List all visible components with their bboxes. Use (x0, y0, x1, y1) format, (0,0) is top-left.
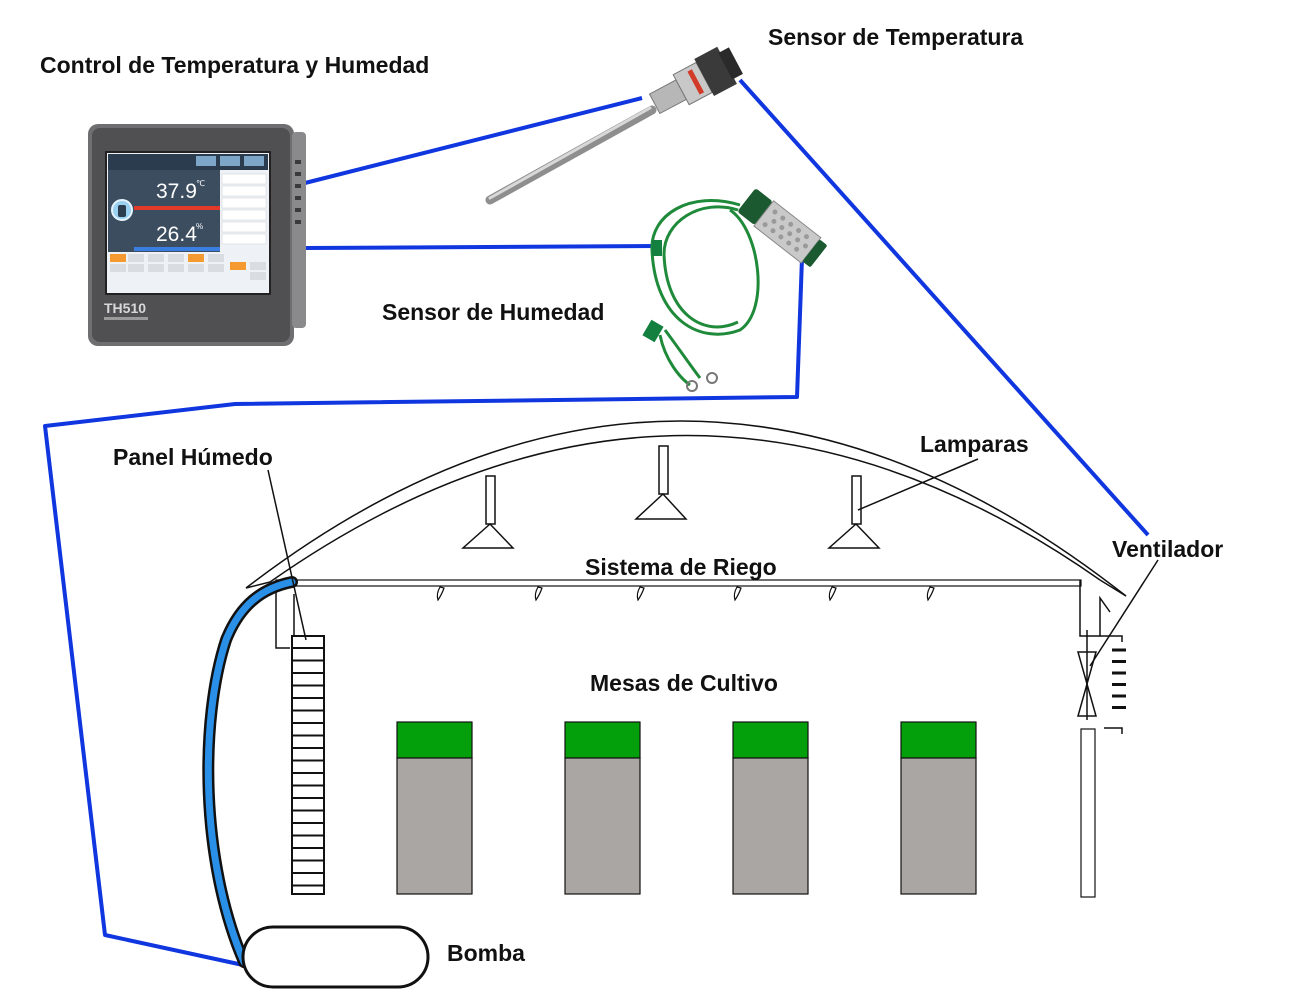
irrigation-system (275, 579, 1082, 602)
wire-controller-to-temp-sensor (304, 96, 643, 185)
right-wall (1079, 580, 1123, 734)
water-hose (202, 576, 298, 968)
fan-label: Ventilador (1112, 536, 1224, 562)
controller-device: 37.9 ℃ 26.4 % TH510 (88, 124, 306, 346)
leader-panel (267, 469, 307, 641)
leader-fan (1089, 559, 1159, 667)
right-wall-panel (1080, 728, 1096, 898)
cultivation-table-3 (732, 721, 809, 895)
lamp-2 (634, 445, 688, 520)
controller-title-label: Control de Temperatura y Humedad (40, 52, 430, 78)
controller-humidity-reading: 26.4 (156, 223, 197, 246)
leader-lamps (857, 458, 979, 511)
controller-temp-reading: 37.9 (156, 180, 197, 203)
wire-humidity-sensor-to-pump (43, 257, 804, 967)
cultivation-tables (396, 721, 977, 895)
irrigation-label: Sistema de Riego (585, 554, 777, 580)
humidity-sensor-label: Sensor de Humedad (382, 299, 605, 325)
lamps (461, 445, 881, 549)
wire-temp-sensor-to-fan (738, 78, 1150, 537)
left-wall (275, 590, 295, 649)
pump (241, 925, 430, 989)
svg-text:%: % (196, 222, 203, 231)
lamps-label: Lamparas (920, 431, 1029, 457)
temperature-sensor (485, 46, 743, 205)
controller-model-label: TH510 (104, 300, 146, 316)
wet-panel-label: Panel Húmedo (113, 444, 273, 470)
temp-sensor-label: Sensor de Temperatura (768, 24, 1024, 50)
greenhouse-roof (245, 420, 1127, 597)
humidity-sensor (642, 189, 827, 392)
wiring (43, 78, 1150, 967)
cultivation-table-1 (396, 721, 473, 895)
leader-lines (267, 458, 1159, 667)
cultivation-table-4 (900, 721, 977, 895)
lamp-1 (461, 475, 515, 549)
svg-text:℃: ℃ (196, 179, 205, 188)
wet-panel (291, 635, 325, 895)
wire-controller-to-humidity-sensor (304, 244, 661, 250)
tables-label: Mesas de Cultivo (590, 670, 778, 696)
pump-label: Bomba (447, 940, 525, 966)
cultivation-table-2 (564, 721, 641, 895)
fan (1077, 630, 1126, 720)
lamp-3 (827, 475, 881, 549)
